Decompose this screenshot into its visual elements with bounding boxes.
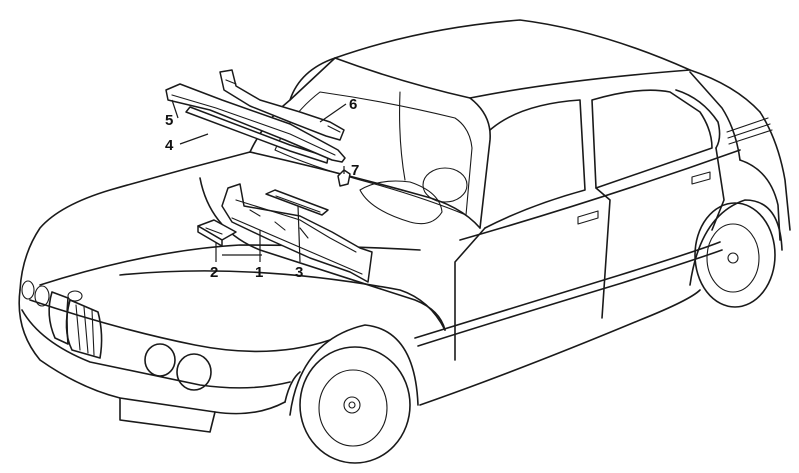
callout-1: 1 xyxy=(255,264,263,281)
leader-3 xyxy=(297,205,301,263)
part-6-bracket xyxy=(219,69,345,141)
callout-labels: 1 2 3 4 5 6 7 xyxy=(165,96,359,281)
leader-lines xyxy=(171,99,347,263)
callout-5: 5 xyxy=(165,112,173,129)
leader-5 xyxy=(171,99,179,119)
leader-4 xyxy=(179,133,209,145)
callout-3: 3 xyxy=(295,264,303,281)
part-1-cowl-panel xyxy=(221,183,373,283)
car-body xyxy=(18,19,791,464)
callout-4: 4 xyxy=(165,137,174,154)
callout-6: 6 xyxy=(349,96,357,113)
part-5-cover-panel xyxy=(165,83,346,163)
callout-2: 2 xyxy=(210,264,218,281)
part-7-small-clip xyxy=(337,169,351,187)
leader-6 xyxy=(319,103,347,123)
part-2-clip xyxy=(197,219,237,247)
part-3-grille-strip xyxy=(265,189,329,216)
callout-7: 7 xyxy=(351,162,359,179)
